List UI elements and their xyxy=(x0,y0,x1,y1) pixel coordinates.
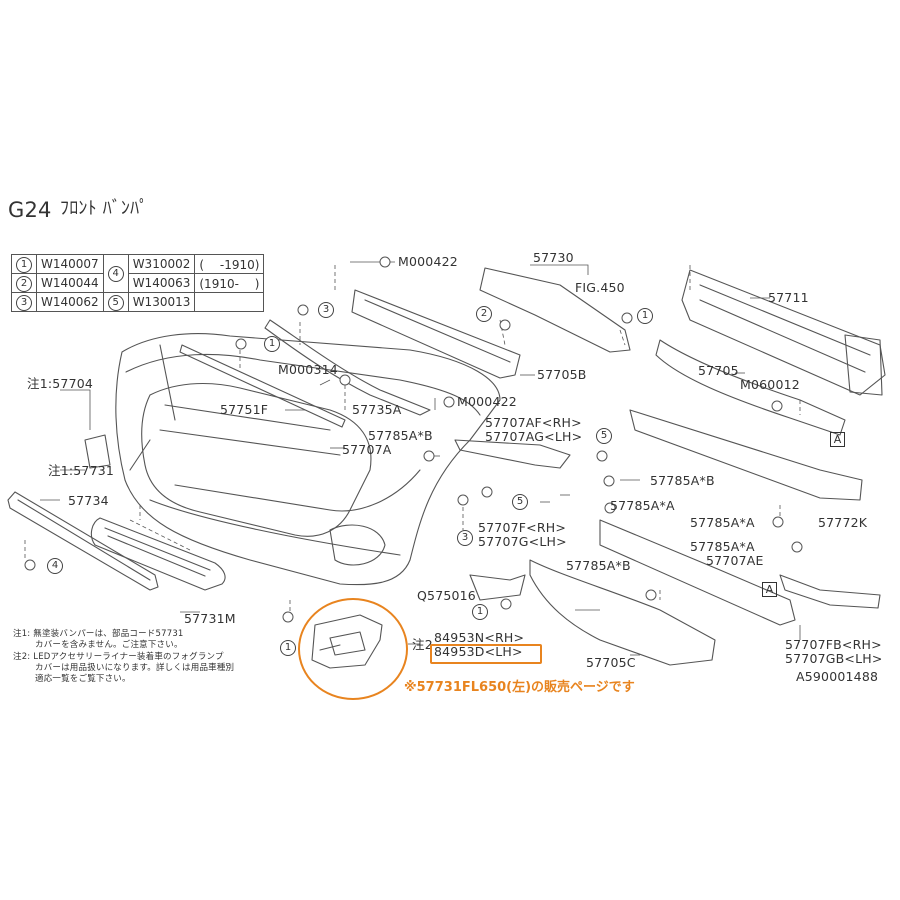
callout-1: 1 xyxy=(264,336,280,352)
table-cell: W140063 xyxy=(127,273,196,293)
part-label: 57705 xyxy=(698,363,739,378)
highlight-box xyxy=(430,644,542,664)
number-circle: 1 xyxy=(16,256,32,273)
bracket-57707ae xyxy=(599,519,796,626)
number-circle: 3 xyxy=(16,294,32,311)
part-label: 57785A*A xyxy=(690,515,755,530)
part-label: 57731M xyxy=(184,611,236,626)
bracket-57730 xyxy=(479,267,631,353)
part-label: 57734 xyxy=(68,493,109,508)
table-row: 2 W140044 W140063 (1910- ) xyxy=(11,273,265,293)
part-label: 57707AE xyxy=(706,553,764,568)
table-cell: W310002 xyxy=(127,254,196,274)
callout-3: 3 xyxy=(318,302,334,318)
note-line: カバーは用品扱いになります。詳しくは用品車種別 xyxy=(35,663,235,673)
grille-strip xyxy=(179,344,346,428)
part-label: 57751F xyxy=(220,402,269,417)
table-cell: W140007 xyxy=(36,254,104,274)
reference-a: A xyxy=(830,432,845,447)
note-line: 注2: LEDアクセサリーライナー装着車のフォグランプ xyxy=(13,652,224,662)
reference-a: A xyxy=(762,582,777,597)
callout-4: 4 xyxy=(47,558,63,574)
table-cell: ( -1910) xyxy=(194,254,265,274)
part-label: 注2 xyxy=(412,637,433,652)
number-circle: 4 xyxy=(107,266,124,282)
part-label: 57785A*B xyxy=(650,473,715,488)
under-cover-57705c xyxy=(529,559,716,666)
diagram-code: G24 xyxy=(8,198,52,222)
part-label: 57772K xyxy=(818,515,868,530)
callout-5: 5 xyxy=(512,494,528,510)
part-label: 57785A*A xyxy=(610,498,675,513)
number-circle: 5 xyxy=(107,294,124,311)
absorber-57705 xyxy=(655,339,846,436)
part-label: 57705C xyxy=(586,655,636,670)
part-label: 57711 xyxy=(768,290,809,305)
part-label: 57707AG<LH> xyxy=(485,429,583,444)
part-label: 57730 xyxy=(533,250,574,265)
part-label: M000422 xyxy=(457,394,517,409)
table-cell: W140044 xyxy=(36,273,104,293)
table-cell: (1910- ) xyxy=(194,273,265,293)
part-label: M060012 xyxy=(740,377,800,392)
part-label: 57785A*B xyxy=(368,428,433,443)
note-line: カバーを含みません。ご注意下さい。 xyxy=(35,640,183,650)
part-label: 84953D<LH> xyxy=(434,644,523,659)
support-57705b xyxy=(351,289,521,379)
bumper-cover-outline xyxy=(115,333,501,586)
table-row: 1 W140007 4 W310002 ( -1910) xyxy=(11,254,265,293)
callout-5: 5 xyxy=(596,428,612,444)
part-label: 57785A*A xyxy=(690,539,755,554)
part-label: 57707FB<RH> xyxy=(785,637,882,652)
sales-caption: ※57731FL650(左)の販売ページです xyxy=(404,680,635,695)
note-line: 注1: 無塗装バンパーは、部品コード57731 xyxy=(13,629,184,639)
lower-grille-57731m xyxy=(90,517,226,591)
part-label: 57707A xyxy=(342,442,392,457)
part-label: M000314 xyxy=(278,362,338,377)
number-circle: 2 xyxy=(16,275,32,292)
part-label: 84953N<RH> xyxy=(434,630,525,645)
diagram-id: A590001488 xyxy=(796,669,879,684)
part-label: 57707GB<LH> xyxy=(785,651,883,666)
callout-1: 1 xyxy=(637,308,653,324)
note-line: 適応一覧をご覧下さい。 xyxy=(35,674,131,684)
part-label: 注1:57731 xyxy=(48,463,115,478)
callout-1: 1 xyxy=(472,604,488,620)
part-label: M000422 xyxy=(398,254,458,269)
part-label: 57707G<LH> xyxy=(478,534,567,549)
table-cell: W130013 xyxy=(127,292,196,312)
highlight-circle xyxy=(298,598,408,700)
part-label: 57705B xyxy=(537,367,587,382)
diagram-title: ﾌﾛﾝﾄ ﾊﾞﾝﾊﾟ xyxy=(60,198,149,219)
callout-2: 2 xyxy=(476,306,492,322)
table-cell: W140062 xyxy=(36,292,104,312)
part-label: 57785A*B xyxy=(566,558,631,573)
fastener-table: 1 W140007 4 W310002 ( -1910) 2 W140044 W… xyxy=(11,254,265,312)
part-label: 注1:57704 xyxy=(27,376,94,391)
beam-57772k xyxy=(629,409,863,501)
part-label: 57735A xyxy=(352,402,402,417)
table-cell xyxy=(194,292,265,312)
callout-3: 3 xyxy=(457,530,473,546)
table-row: 3 W140062 5 W130013 xyxy=(11,292,265,312)
callout-1: 1 xyxy=(280,640,296,656)
part-label: Q575016 xyxy=(417,588,476,603)
part-label: 57707F<RH> xyxy=(478,520,566,535)
part-label: 57707AF<RH> xyxy=(485,415,582,430)
strip-57734 xyxy=(7,491,159,591)
part-label: FIG.450 xyxy=(575,280,625,295)
